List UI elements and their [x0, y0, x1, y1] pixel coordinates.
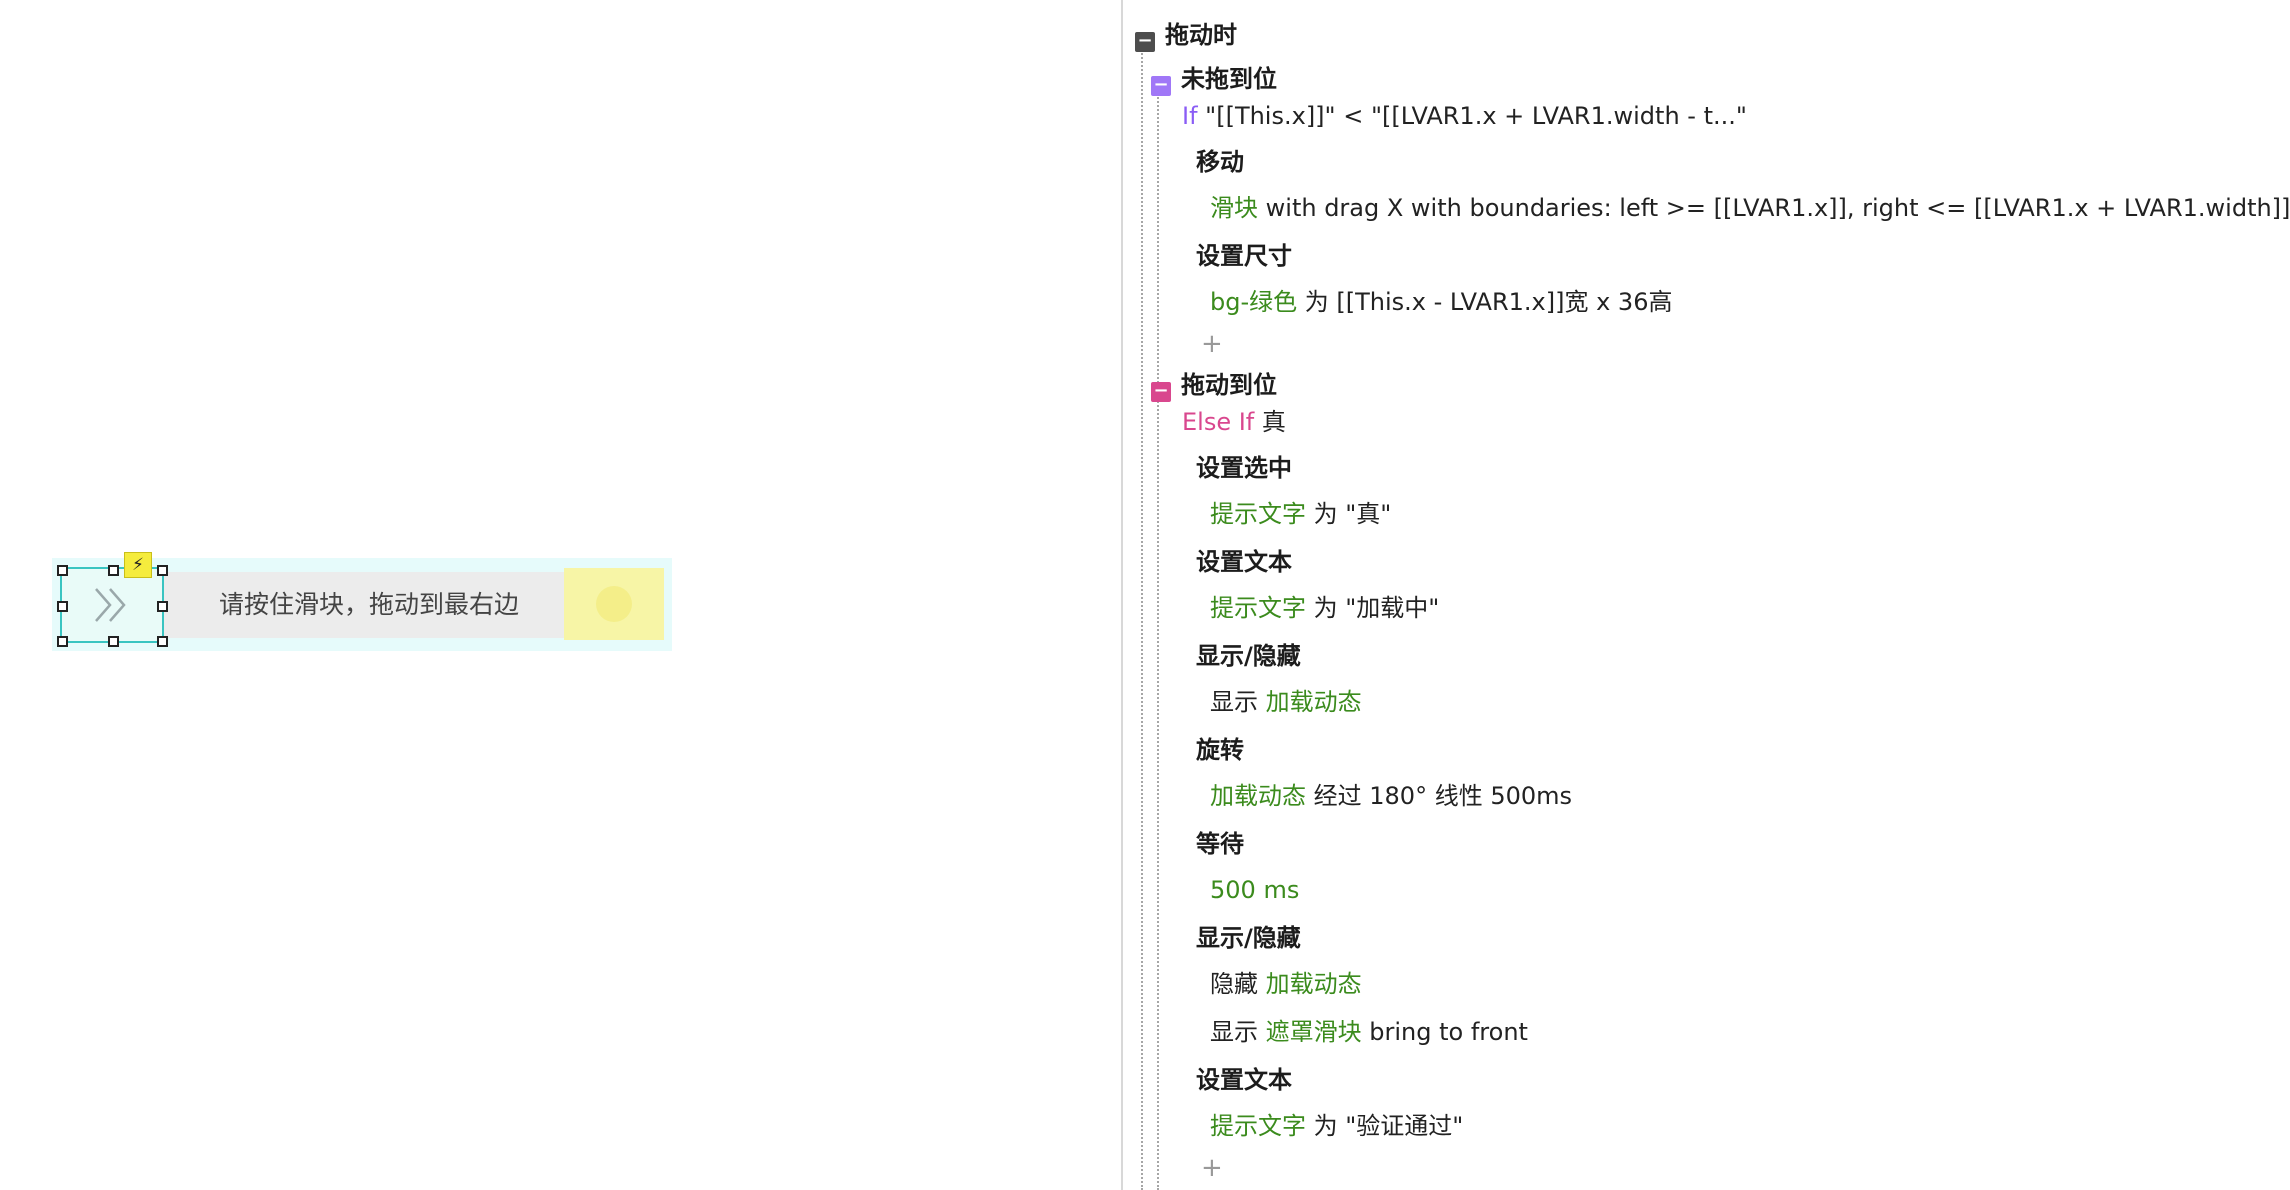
resize-handle-bc[interactable] — [108, 636, 119, 647]
action-title[interactable]: 设置尺寸 — [1196, 242, 1292, 270]
target-name: 提示文字 — [1210, 500, 1306, 528]
resize-handle-tc[interactable] — [108, 565, 119, 576]
action-detail[interactable]: bg-绿色 为 [[This.x - LVAR1.x]]宽 x 36高 — [1210, 286, 1672, 318]
condition-row[interactable]: If "[[This.x]]" < "[[LVAR1.x + LVAR1.wid… — [1182, 100, 1747, 132]
tree-guide-inner — [1157, 94, 1159, 1190]
event-row[interactable]: −拖动时 — [1135, 19, 1237, 52]
case-label: 未拖到位 — [1181, 65, 1277, 93]
captcha-hint-text: 请按住滑块，拖动到最右边 — [219, 590, 520, 619]
target-name: 提示文字 — [1210, 1112, 1306, 1140]
condition-text: 真 — [1261, 408, 1286, 436]
detail-text: bring to front — [1369, 1018, 1528, 1046]
target-name: 遮罩滑块 — [1265, 1018, 1362, 1046]
action-title[interactable]: 移动 — [1196, 148, 1244, 176]
loading-dot — [596, 586, 632, 622]
detail-text: 为 "加载中" — [1313, 594, 1440, 622]
resize-handle-bl[interactable] — [57, 636, 68, 647]
interactions-panel: −拖动时 −未拖到位 If "[[This.x]]" < "[[LVAR1.x … — [1123, 0, 2290, 1190]
target-name: 滑块 — [1210, 194, 1258, 222]
action-title[interactable]: 等待 — [1196, 830, 1244, 858]
tree-guide-outer — [1141, 50, 1143, 1190]
action-detail[interactable]: 显示 加载动态 — [1210, 686, 1362, 718]
action-detail[interactable]: 加载动态 经过 180° 线性 500ms — [1210, 780, 1572, 812]
action-title[interactable]: 显示/隐藏 — [1196, 924, 1301, 952]
detail-text: 为 "验证通过" — [1313, 1112, 1464, 1140]
action-title[interactable]: 设置文本 — [1196, 548, 1292, 576]
action-detail[interactable]: 提示文字 为 "加载中" — [1210, 592, 1439, 624]
wait-value[interactable]: 500 ms — [1210, 876, 1300, 904]
target-name: 加载动态 — [1265, 970, 1362, 998]
action-detail[interactable]: 隐藏 加载动态 — [1210, 968, 1362, 1000]
action-title[interactable]: 旋转 — [1196, 736, 1244, 764]
case-row[interactable]: −拖动到位 — [1151, 369, 1277, 402]
detail-text: with drag X with boundaries: left >= [[L… — [1265, 194, 2290, 222]
add-action-button[interactable]: + — [1201, 1153, 1223, 1183]
if-keyword: If — [1182, 102, 1198, 130]
slider-handle[interactable] — [60, 567, 164, 643]
condition-row[interactable]: Else If 真 — [1182, 406, 1286, 438]
collapse-icon[interactable]: − — [1151, 76, 1171, 96]
event-label: 拖动时 — [1165, 21, 1237, 49]
action-detail[interactable]: 滑块 with drag X with boundaries: left >= … — [1210, 192, 2290, 224]
loading-target — [564, 568, 664, 640]
target-name: 加载动态 — [1210, 782, 1306, 810]
action-title[interactable]: 设置选中 — [1196, 454, 1292, 482]
design-canvas[interactable]: 请按住滑块，拖动到最右边 ⚡ — [0, 0, 1120, 1190]
resize-handle-tr[interactable] — [157, 565, 168, 576]
resize-handle-mr[interactable] — [157, 601, 168, 612]
action-detail[interactable]: 显示 遮罩滑块 bring to front — [1210, 1016, 1528, 1048]
detail-text: 为 [[This.x - LVAR1.x]]宽 x 36高 — [1304, 288, 1673, 316]
detail-text: 为 "真" — [1313, 500, 1392, 528]
verb-text: 显示 — [1210, 1018, 1258, 1046]
target-name: 提示文字 — [1210, 594, 1306, 622]
panel-divider — [1121, 0, 1123, 1190]
action-detail[interactable]: 提示文字 为 "真" — [1210, 498, 1391, 530]
target-name: 加载动态 — [1265, 688, 1362, 716]
action-detail[interactable]: 提示文字 为 "验证通过" — [1210, 1110, 1463, 1142]
resize-handle-br[interactable] — [157, 636, 168, 647]
condition-text: "[[This.x]]" < "[[LVAR1.x + LVAR1.width … — [1205, 102, 1747, 130]
add-action-button[interactable]: + — [1201, 329, 1223, 359]
resize-handle-tl[interactable] — [57, 565, 68, 576]
action-title[interactable]: 显示/隐藏 — [1196, 642, 1301, 670]
collapse-icon[interactable]: − — [1135, 32, 1155, 52]
double-chevron-right-icon — [95, 588, 126, 622]
action-title[interactable]: 设置文本 — [1196, 1066, 1292, 1094]
else-if-keyword: Else If — [1182, 408, 1255, 436]
target-name: bg-绿色 — [1210, 288, 1298, 316]
case-row[interactable]: −未拖到位 — [1151, 63, 1277, 96]
verb-text: 显示 — [1210, 688, 1258, 716]
collapse-icon[interactable]: − — [1151, 382, 1171, 402]
captcha-track — [159, 572, 604, 638]
captcha-frame: 请按住滑块，拖动到最右边 — [52, 558, 672, 651]
resize-handle-ml[interactable] — [57, 601, 68, 612]
case-label: 拖动到位 — [1181, 371, 1277, 399]
lightning-icon[interactable]: ⚡ — [124, 552, 152, 578]
verb-text: 隐藏 — [1210, 970, 1258, 998]
detail-text: 经过 180° 线性 500ms — [1313, 782, 1573, 810]
